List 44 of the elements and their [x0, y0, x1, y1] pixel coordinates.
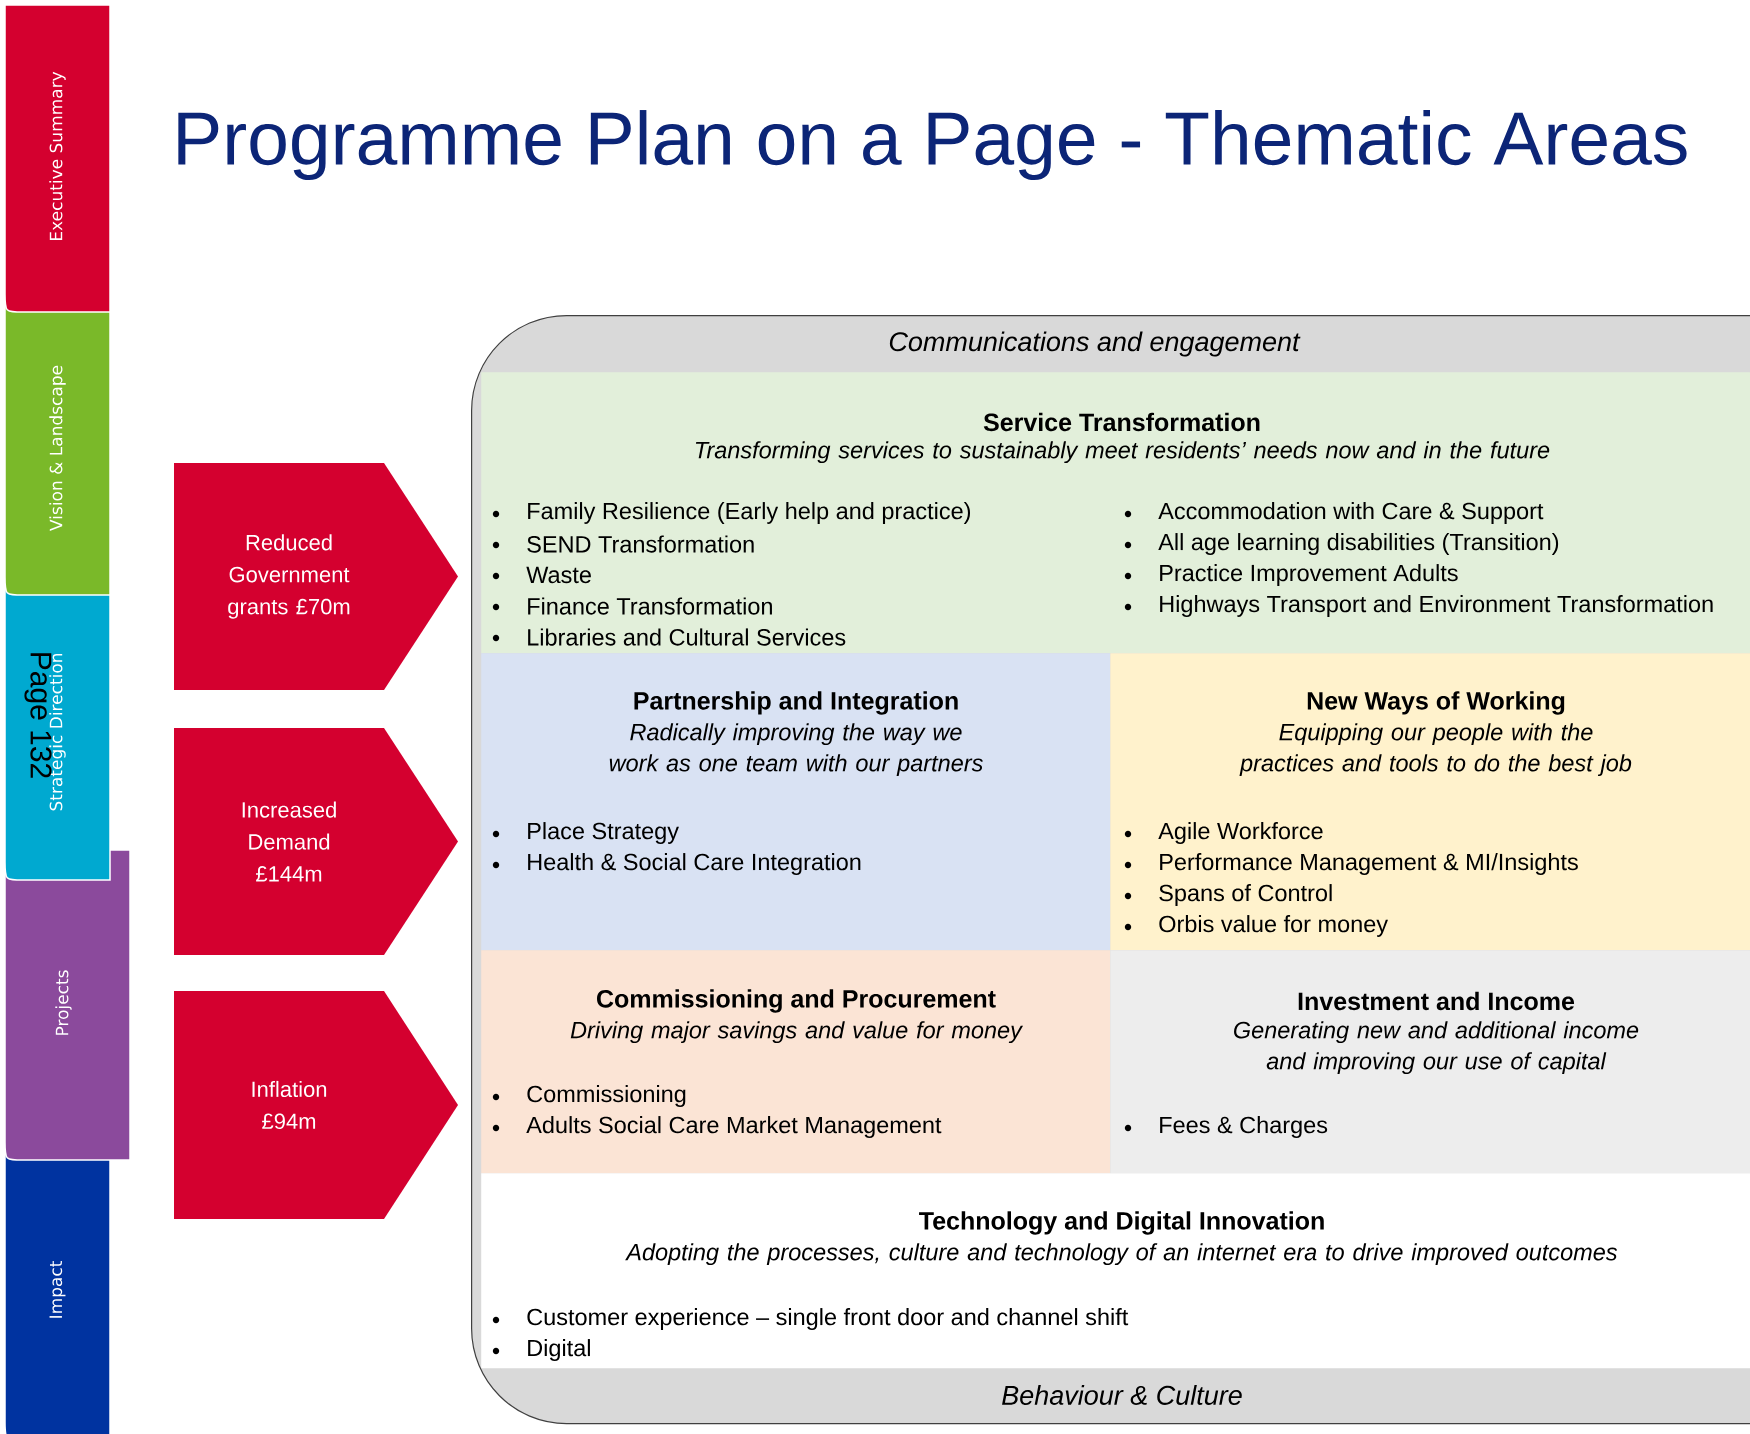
- side-tab: Executive Summary: [4, 4, 111, 313]
- panel-heading: Service Transformation: [983, 412, 1260, 432]
- bullet-item: Adults Social Care Market Management: [492, 1116, 942, 1138]
- bullet-item: Accommodation with Care & Support: [1124, 502, 1544, 524]
- bullet-item: Place Strategy: [492, 822, 679, 844]
- theme-panel: [1110, 950, 1750, 1174]
- bullet-item: Waste: [492, 566, 591, 584]
- bullet-item: Highways Transport and Environment Transformation: [1124, 595, 1713, 617]
- panel-heading: Investment and Income: [1298, 991, 1575, 1011]
- theme-panel: [481, 950, 1111, 1174]
- panel-subtitle: Radically improving the way we work as one team with our partners: [609, 723, 983, 777]
- bullet-item: Health & Social Care Integration: [492, 853, 861, 875]
- bullet-item: Libraries and Cultural Services: [492, 628, 846, 646]
- panel-subtitle: Generating new and additional income and improving our use of capital: [1234, 1021, 1639, 1075]
- bullet-item: Orbis value for money: [1124, 915, 1388, 937]
- panel-subtitle: Transforming services to sustainably meet residents’ needs now and in the future: [695, 441, 1550, 464]
- panel-subtitle: Driving major savings and value for money: [570, 1021, 1024, 1044]
- bullet-item: Commissioning: [492, 1085, 686, 1107]
- bullet-item: Family Resilience (Early help and practice): [492, 502, 971, 524]
- side-tab: Vision & Landscape: [4, 304, 111, 596]
- band-label: Behaviour & Culture: [1002, 1385, 1242, 1405]
- bullet-item: Practice Improvement Adults: [1124, 564, 1458, 586]
- panel-subtitle: Equipping our people with the practices and tools to do the best job: [1239, 723, 1632, 777]
- bullet-item: Agile Workforce: [1124, 822, 1323, 844]
- band-label: Communications and engagement: [889, 331, 1301, 357]
- page-title: Programme Plan on a Page - Thematic Areas: [178, 110, 1687, 180]
- panel-heading: Commissioning and Procurement: [597, 989, 996, 1013]
- bullet-item: Digital: [492, 1339, 590, 1361]
- panel-subtitle: Adopting the processes, culture and technology of an internet era to drive improved outcomes: [625, 1243, 1618, 1266]
- bullet-item: All age learning disabilities (Transition): [1124, 533, 1559, 555]
- bullet-item: Fees & Charges: [1124, 1116, 1328, 1138]
- panel-heading: New Ways of Working: [1307, 691, 1565, 715]
- bullet-item: Performance Management & MI/Insights: [1124, 853, 1578, 875]
- bullet-item: SEND Transformation: [492, 535, 754, 553]
- bullet-item: Finance Transformation: [492, 597, 772, 615]
- side-tab: Projects: [4, 849, 131, 1161]
- theme-panel: [481, 1173, 1750, 1369]
- panel-heading: Partnership and Integration: [634, 691, 958, 715]
- theme-panel: [1110, 653, 1750, 951]
- bullet-item: Customer experience – single front door and channel shift: [492, 1308, 1129, 1330]
- bullet-item: Spans of Control: [1124, 884, 1332, 906]
- theme-panel: [481, 653, 1111, 951]
- panel-heading: Technology and Digital Innovation: [919, 1211, 1324, 1235]
- theme-panel: [481, 372, 1750, 654]
